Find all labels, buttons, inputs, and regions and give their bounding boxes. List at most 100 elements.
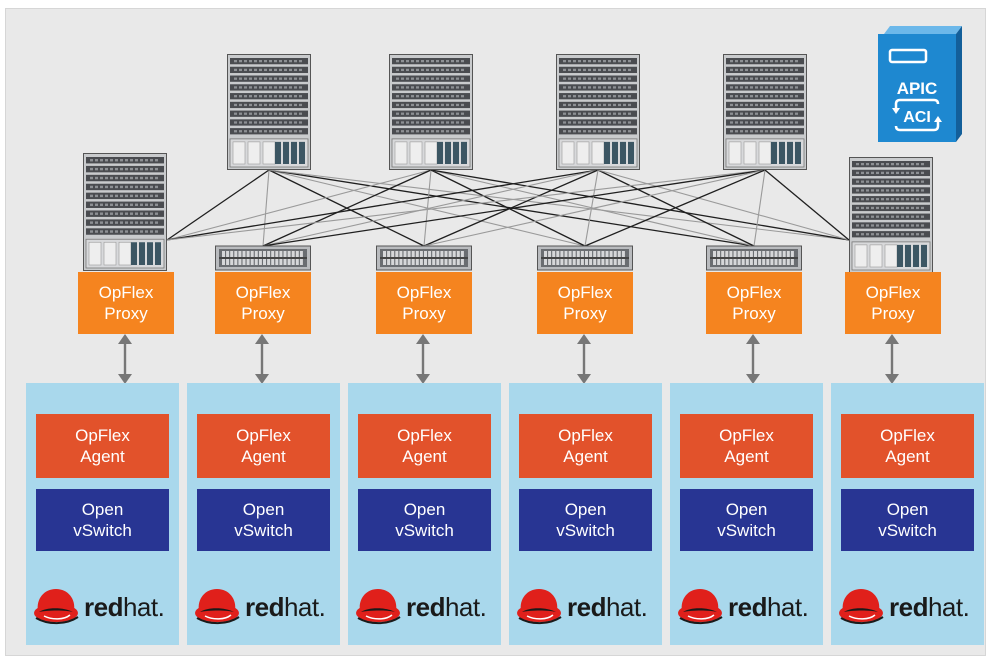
opflex-agent: OpFlex Agent xyxy=(197,414,330,478)
opflex-agent: OpFlex Agent xyxy=(841,414,974,478)
brand-light: hat. xyxy=(444,592,487,622)
open-vswitch: Open vSwitch xyxy=(680,489,813,551)
opflex-proxy: OpFlex Proxy xyxy=(376,272,472,334)
leaf-switch xyxy=(537,244,633,277)
ovs-line1: Open xyxy=(886,500,929,519)
opflex-proxy: OpFlex Proxy xyxy=(215,272,311,334)
leaf-switch xyxy=(376,244,472,277)
proxy-line1: OpFlex xyxy=(235,283,291,302)
agent-line1: OpFlex xyxy=(397,426,452,445)
fabric-link xyxy=(423,169,432,247)
redhat-wordmark: redhat. xyxy=(728,592,809,623)
leaf-switch-chassis xyxy=(83,153,167,276)
proxy-line1: OpFlex xyxy=(865,283,921,302)
redhat-hat-icon xyxy=(839,589,884,625)
redhat-hat-icon xyxy=(678,589,723,625)
brand-light: hat. xyxy=(122,592,165,622)
apic-controller-icon: APIC ACI xyxy=(878,26,962,142)
proxy-line1: OpFlex xyxy=(726,283,782,302)
host-box: OpFlex Agent Open vSwitch redhat. xyxy=(670,383,823,645)
redhat-wordmark: redhat. xyxy=(567,592,648,623)
fabric-link xyxy=(423,169,766,247)
leaf-switch xyxy=(706,244,802,277)
brand-light: hat. xyxy=(766,592,809,622)
open-vswitch: Open vSwitch xyxy=(841,489,974,551)
redhat-hat-icon xyxy=(356,589,401,625)
agent-line1: OpFlex xyxy=(719,426,774,445)
agent-line1: OpFlex xyxy=(75,426,130,445)
ovs-line2: vSwitch xyxy=(395,521,454,540)
fabric-link xyxy=(584,169,766,247)
agent-line2: Agent xyxy=(563,447,608,466)
bidirectional-arrow-icon xyxy=(117,334,133,384)
agent-line2: Agent xyxy=(402,447,447,466)
brand-light: hat. xyxy=(283,592,326,622)
ovs-line2: vSwitch xyxy=(234,521,293,540)
agent-line2: Agent xyxy=(885,447,930,466)
proxy-line1: OpFlex xyxy=(396,283,452,302)
fabric-link xyxy=(166,169,599,241)
redhat-hat-icon xyxy=(195,589,240,625)
opflex-proxy: OpFlex Proxy xyxy=(706,272,802,334)
open-vswitch: Open vSwitch xyxy=(519,489,652,551)
fabric-link xyxy=(764,169,850,241)
spine-switch xyxy=(556,54,640,175)
apic-title: APIC xyxy=(897,79,938,98)
brand-light: hat. xyxy=(927,592,970,622)
host-box: OpFlex Agent Open vSwitch redhat. xyxy=(187,383,340,645)
host-box: OpFlex Agent Open vSwitch redhat. xyxy=(348,383,501,645)
brand-bold: red xyxy=(567,592,606,622)
proxy-line1: OpFlex xyxy=(98,283,154,302)
bidirectional-arrow-icon xyxy=(745,334,761,384)
opflex-proxy: OpFlex Proxy xyxy=(78,272,174,334)
spine-switch xyxy=(227,54,311,175)
redhat-logo: redhat. xyxy=(352,585,498,625)
proxy-line2: Proxy xyxy=(104,304,148,323)
proxy-line1: OpFlex xyxy=(557,283,613,302)
redhat-wordmark: redhat. xyxy=(84,592,165,623)
redhat-logo: redhat. xyxy=(674,585,820,625)
opflex-proxy: OpFlex Proxy xyxy=(537,272,633,334)
ovs-line2: vSwitch xyxy=(717,521,776,540)
fabric-link xyxy=(430,169,586,247)
host-box: OpFlex Agent Open vSwitch redhat. xyxy=(26,383,179,645)
opflex-agent: OpFlex Agent xyxy=(358,414,491,478)
host-box: OpFlex Agent Open vSwitch redhat. xyxy=(831,383,984,645)
brand-bold: red xyxy=(406,592,445,622)
redhat-wordmark: redhat. xyxy=(889,592,970,623)
opflex-agent: OpFlex Agent xyxy=(680,414,813,478)
proxy-line2: Proxy xyxy=(563,304,607,323)
proxy-line2: Proxy xyxy=(732,304,776,323)
ovs-line2: vSwitch xyxy=(878,521,937,540)
proxy-line2: Proxy xyxy=(871,304,915,323)
ovs-line1: Open xyxy=(403,500,446,519)
opflex-proxy: OpFlex Proxy xyxy=(845,272,941,334)
fabric-link xyxy=(753,169,766,247)
opflex-agent: OpFlex Agent xyxy=(519,414,652,478)
fabric-link xyxy=(262,169,599,247)
redhat-wordmark: redhat. xyxy=(245,592,326,623)
redhat-hat-icon xyxy=(34,589,79,625)
fabric-link xyxy=(166,169,270,241)
fabric-link xyxy=(268,169,850,241)
fabric-link xyxy=(262,169,766,247)
apic-badge: ACI xyxy=(903,109,931,126)
opflex-agent: OpFlex Agent xyxy=(36,414,169,478)
brand-bold: red xyxy=(728,592,767,622)
brand-light: hat. xyxy=(605,592,648,622)
bidirectional-arrow-icon xyxy=(884,334,900,384)
spine-switch xyxy=(723,54,807,175)
ovs-line1: Open xyxy=(564,500,607,519)
brand-bold: red xyxy=(245,592,284,622)
open-vswitch: Open vSwitch xyxy=(358,489,491,551)
redhat-wordmark: redhat. xyxy=(406,592,487,623)
ovs-line2: vSwitch xyxy=(73,521,132,540)
agent-line1: OpFlex xyxy=(558,426,613,445)
proxy-line2: Proxy xyxy=(241,304,285,323)
redhat-logo: redhat. xyxy=(513,585,659,625)
ovs-line2: vSwitch xyxy=(556,521,615,540)
host-box: OpFlex Agent Open vSwitch redhat. xyxy=(509,383,662,645)
open-vswitch: Open vSwitch xyxy=(197,489,330,551)
fabric-link xyxy=(166,169,432,241)
